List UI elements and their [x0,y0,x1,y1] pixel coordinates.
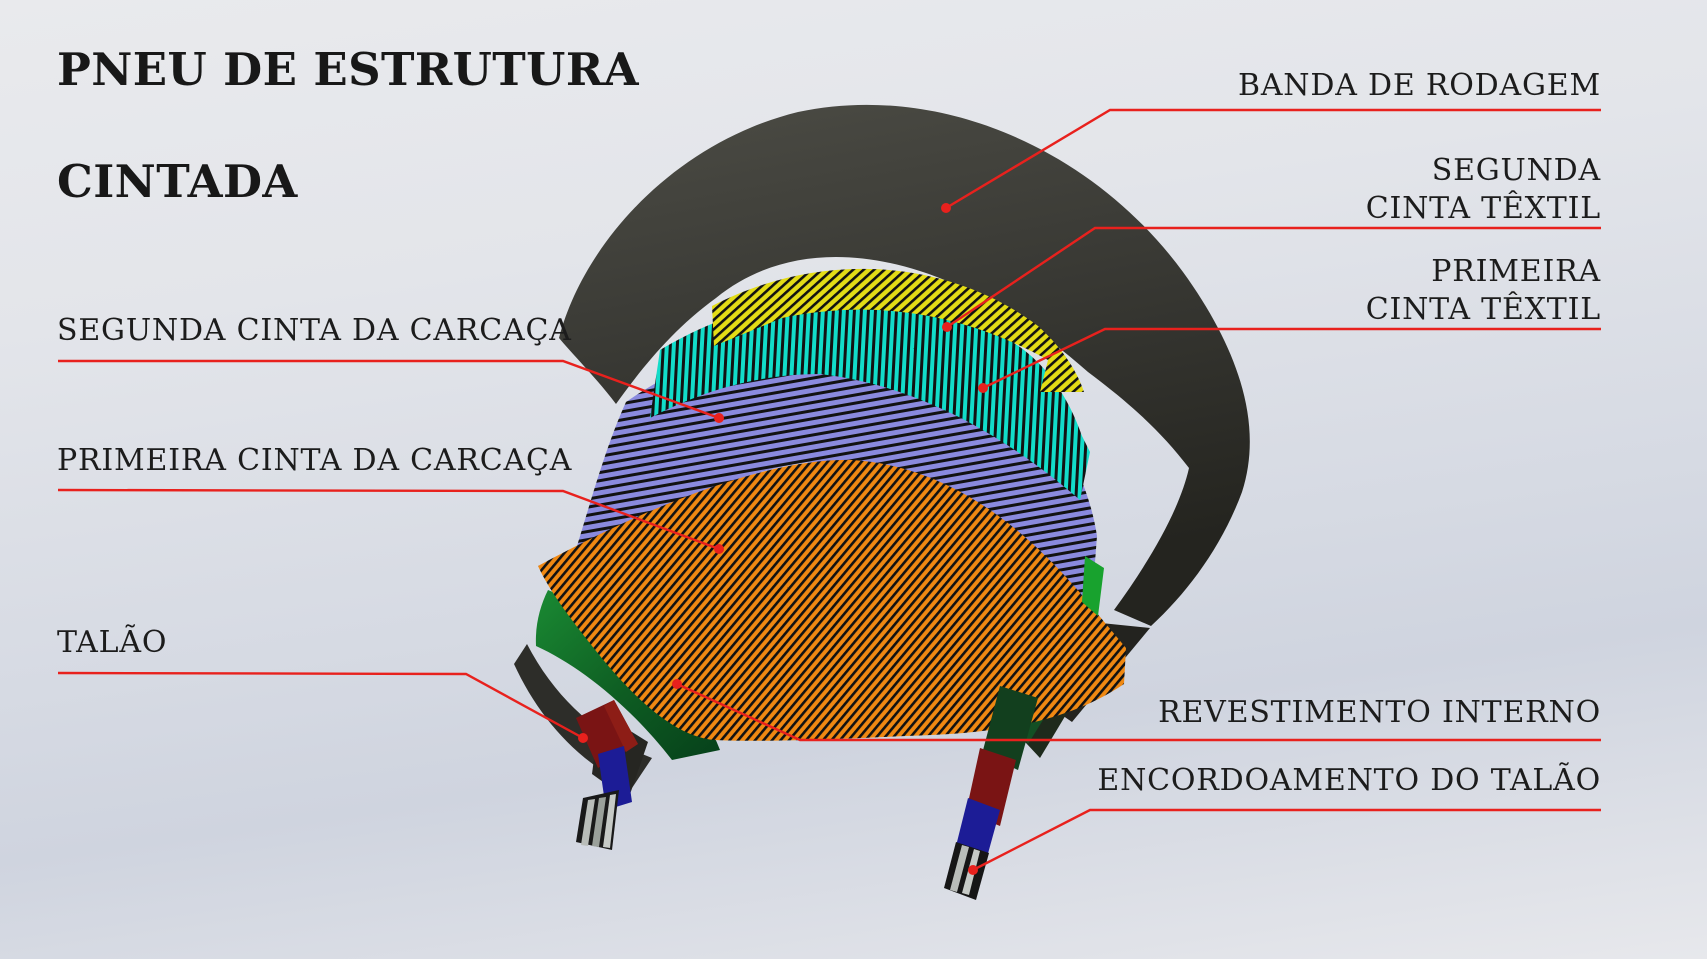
inner-liner-sliver [1082,556,1104,616]
dot-primeira-cinta-textil [978,383,988,393]
label-primeira-cinta-textil: PRIMEIRA CINTA TÊXTIL [1366,253,1601,329]
leader-revestimento-interno [676,682,1601,742]
label-primeira-cinta-textil-line1: PRIMEIRA [1431,254,1601,289]
dot-primeira-cinta-carcaca [714,544,724,554]
dot-talao [578,733,588,743]
carcass-ply-first-orange [538,459,1126,741]
bead-right-green-top [982,686,1038,770]
leader-banda-de-rodagem [945,108,1601,210]
label-segunda-cinta-textil-line1: SEGUNDA [1431,153,1601,188]
bead-left-steel-cords [576,790,619,850]
dot-segunda-cinta-textil [942,322,952,332]
dot-encordoamento-talao [968,865,978,875]
dot-banda-de-rodagem [941,203,951,213]
cord [581,799,595,846]
label-revestimento-interno: REVESTIMENTO INTERNO [1158,695,1601,730]
leader-segunda-cinta-carcaca [58,359,720,420]
label-encordoamento-talao: ENCORDOAMENTO DO TALÃO [1097,763,1601,798]
leader-lines [57,108,1601,872]
leader-primeira-cinta-carcaca [57,488,720,551]
cord [950,845,969,892]
textile-belt-first-cyan [650,296,1090,500]
label-segunda-cinta-textil: SEGUNDA CINTA TÊXTIL [1366,152,1601,228]
textile-belt-second-yellow [712,268,1084,392]
dot-revestimento-interno [672,679,682,689]
leader-encordoamento-talao [972,808,1601,872]
label-primeira-cinta-carcaca: PRIMEIRA CINTA DA CARCAÇA [57,443,573,478]
label-primeira-cinta-textil-line2: CINTA TÊXTIL [1365,292,1601,327]
leader-primeira-cinta-textil [982,327,1601,390]
label-segunda-cinta-carcaca: SEGUNDA CINTA DA CARCAÇA [57,313,572,348]
page-title: PNEU DE ESTRUTURA CINTADA [57,42,639,210]
leader-dots [578,203,988,875]
cord [592,797,606,847]
tread-layer [559,104,1250,626]
title-line1: PNEU DE ESTRUTURA [57,43,639,96]
bead-right-steel-cords [944,842,989,900]
title-line2: CINTADA [57,155,298,208]
leader-segunda-cinta-textil [946,226,1601,328]
bead-left-red-face [604,700,638,752]
dot-segunda-cinta-carcaca [714,413,724,423]
bead-left [576,700,648,850]
label-banda-de-rodagem: BANDA DE RODAGEM [1238,68,1601,103]
leader-talao [57,671,584,740]
label-talao: TALÃO [57,625,168,660]
label-segunda-cinta-textil-line2: CINTA TÊXTIL [1365,191,1601,226]
cord [603,794,616,848]
bead-right [944,686,1038,900]
